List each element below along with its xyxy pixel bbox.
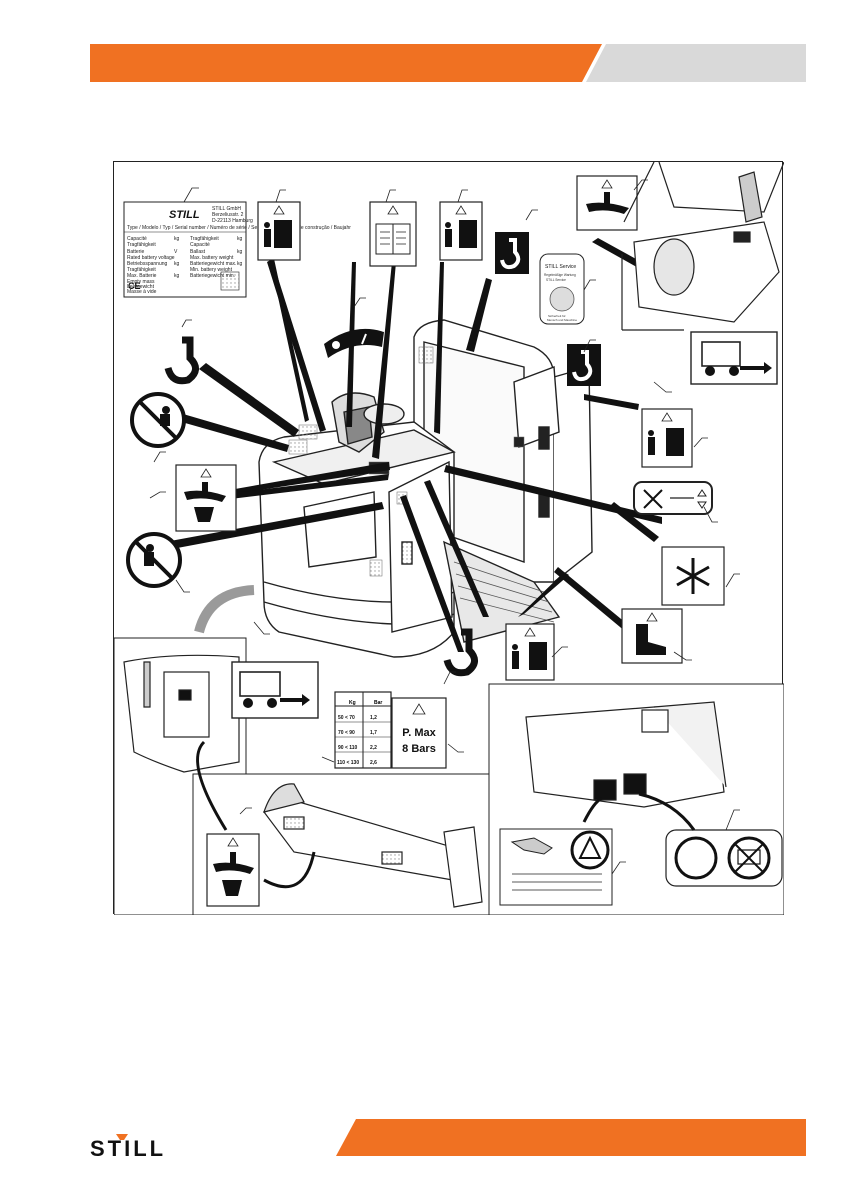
detail-inset-bottom-right: [488, 683, 784, 915]
callout-ticks: [149, 179, 740, 875]
type-plate-right-field-5: Batteriegewicht max.: [190, 261, 236, 267]
no-riding-icon: [130, 392, 186, 448]
still-logo-text: STILL: [90, 1136, 166, 1158]
type-plate-decal: STILL STILL GmbH Berzeliusstr. 2 D-22113…: [123, 201, 351, 298]
battery-disposal-decal: [665, 829, 783, 887]
type-plate-left-field-4: Rated battery voltage: [127, 255, 175, 261]
towing-trolley-decal-left: [231, 661, 319, 719]
type-plate-left-field-10: Masse à vide: [127, 289, 157, 295]
logo-accent: [116, 1134, 128, 1140]
type-plate-manufacturer-2: Berzeliusstr. 2: [212, 212, 244, 218]
foot-crush-decal: [621, 608, 683, 664]
max-pressure-line-2: 8 Bars: [402, 743, 436, 755]
service-sticker-line-1: Regelmäßige Wartung: [544, 273, 576, 277]
table-row-3-kg: 90 < 110: [338, 745, 358, 751]
type-plate-right-field-3: Ballast: [190, 249, 206, 255]
type-plate-header-line: Type / Modelo / Typ / Serial number / Nu…: [127, 225, 351, 231]
service-sticker-line-3: Sicherheit für: [548, 314, 566, 318]
decal-illustration: STILL STILL GmbH Berzeliusstr. 2 D-22113…: [114, 162, 784, 915]
type-plate-unit-3: kg: [174, 261, 180, 267]
max-pressure-line-1: P. Max: [402, 727, 436, 739]
table-row-4-kg: 110 < 130: [337, 760, 359, 766]
type-plate-unit-5: kg: [237, 236, 243, 242]
table-row-2-kg: 70 < 90: [338, 730, 355, 736]
callout-curve: [263, 851, 316, 889]
crush-warning-decal-top-2: [439, 201, 483, 261]
hand-crush-decal-bottom: [206, 833, 260, 907]
header-orange-band: [90, 44, 602, 82]
service-sticker-line-2: STILL Service: [546, 278, 566, 282]
table-header-bar: Bar: [374, 700, 382, 706]
type-plate-right-field-4: Max. battery weight: [190, 255, 234, 261]
callout-curve: [638, 792, 696, 831]
callout-curve: [582, 796, 603, 823]
crush-warning-decal-bottom: [505, 623, 555, 681]
type-plate-unit-6: kg: [237, 249, 243, 255]
type-plate-manufacturer-3: D-22113 Hamburg: [212, 218, 253, 224]
header-grey-tab: [586, 44, 806, 82]
still-logo-graphic: STILL: [90, 1134, 166, 1161]
type-plate-manufacturer-1: STILL GmbH: [212, 206, 241, 212]
ce-mark: CE: [128, 281, 141, 291]
no-standing-icon: [126, 532, 182, 588]
hook-icon: [495, 232, 529, 274]
type-plate-right-field-2: Capacité: [190, 242, 210, 248]
type-plate-left-field-6: Tragfähigkeit: [127, 267, 156, 273]
type-plate-left-field-7: Max. Batterie: [127, 273, 157, 279]
battery-indicator-decal: [324, 328, 384, 358]
qr-code-icon: [220, 271, 240, 291]
type-plate-left-field-1: Capacité: [127, 236, 147, 242]
type-plate-left-field-2: Tragfähigkeit: [127, 242, 156, 248]
crush-warning-decal-top-1: [257, 201, 301, 261]
table-row-4-bar: 2,6: [370, 760, 377, 766]
type-plate-left-field-5: Betriebsspannung: [127, 261, 168, 267]
type-plate-right-field-7: Batteriegewicht min.: [190, 273, 235, 279]
type-plate-left-field-3: Batterie: [127, 249, 144, 255]
detail-callout-arc: [194, 585, 255, 634]
table-row-1-bar: 1,2: [370, 715, 377, 721]
type-plate-left-field-8: Empty mass: [127, 279, 155, 285]
hook-icon: [443, 628, 478, 677]
service-sticker-title: STILL Service: [545, 264, 576, 270]
table-row-1-kg: 50 < 70: [338, 715, 355, 721]
no-pedal-decal: [633, 481, 713, 515]
still-logo: STILL: [90, 1134, 222, 1163]
decal-location-figure: STILL STILL GmbH Berzeliusstr. 2 D-22113…: [113, 161, 784, 915]
snowflake-icon: [661, 546, 725, 606]
type-plate-brand: STILL: [169, 209, 200, 221]
max-pressure-decal: P. Max 8 Bars: [391, 697, 447, 769]
type-plate-unit-2: V: [174, 249, 178, 255]
tyre-pressure-table: Kg Bar 50 < 70 1,2 70 < 90 1,7 90 < 110 …: [334, 691, 392, 769]
table-header-kg: Kg: [349, 700, 356, 706]
hand-crush-decal-left: [175, 464, 237, 532]
towing-trolley-decal-right: [690, 331, 778, 385]
type-plate-unit-4: kg: [174, 273, 180, 279]
type-plate-right-field-6: Min. battery weight: [190, 267, 233, 273]
hook-icon: [567, 344, 601, 386]
header-bar: [90, 44, 806, 82]
battery-handling-decal: [499, 828, 613, 906]
crush-warning-decal-right: [641, 408, 693, 468]
footer-bar: [336, 1119, 806, 1156]
book-manual-decal: [369, 201, 417, 267]
footer-orange-band: [336, 1119, 806, 1156]
service-sticker-line-4: Mensch und Maschine: [547, 318, 577, 322]
table-row-3-bar: 2,2: [370, 745, 377, 751]
callout-curve: [196, 740, 228, 831]
type-plate-unit-1: kg: [174, 236, 180, 242]
detail-inset-top-right: [621, 162, 784, 331]
type-plate-left-field-9: Leergewicht: [127, 284, 155, 290]
type-plate-unit-7: kg: [237, 261, 243, 267]
hand-crush-decal-top: [576, 175, 638, 231]
hook-icon: [164, 336, 199, 385]
service-sticker: STILL Service Regelmäßige Wartung STILL …: [539, 253, 585, 325]
type-plate-right-field-1: Tragfähigkeit: [190, 236, 219, 242]
table-row-2-bar: 1,7: [370, 730, 377, 736]
